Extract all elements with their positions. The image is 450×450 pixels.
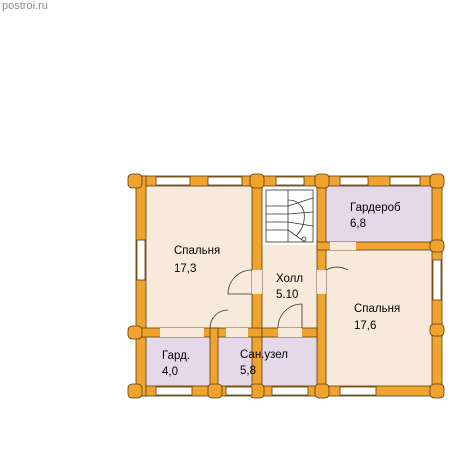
watermark: postroi.ru xyxy=(2,0,48,12)
floor-bathroom xyxy=(218,337,317,386)
room-name-wardrobe-top: Гардероб xyxy=(350,202,401,214)
room-area-wardrobe-small: 4,0 xyxy=(162,366,178,378)
door-swing-icon xyxy=(209,266,349,329)
floor-stair xyxy=(262,186,317,245)
floor-wardrobe-small xyxy=(146,337,210,386)
log-ends xyxy=(127,173,445,399)
floor-bedroom-left xyxy=(146,186,252,328)
room-area-bedroom-left: 17,3 xyxy=(174,263,196,275)
room-area-bathroom: 5,8 xyxy=(240,365,256,377)
room-name-bedroom-right: Спальня xyxy=(354,303,400,315)
room-name-bedroom-left: Спальня xyxy=(174,245,220,257)
floor-wardrobe-top xyxy=(326,186,432,242)
staircase-icon xyxy=(265,189,314,243)
door-openings xyxy=(160,242,356,337)
room-name-bathroom: Сан.узел xyxy=(240,349,288,361)
room-name-hall: Холл xyxy=(276,273,303,285)
floor-hall xyxy=(262,245,317,328)
windows xyxy=(136,176,442,396)
room-name-wardrobe-small: Гард. xyxy=(162,350,190,362)
floor-bedroom-right xyxy=(326,250,432,386)
room-area-hall: 5.10 xyxy=(276,289,298,301)
room-area-bedroom-right: 17,6 xyxy=(354,320,376,332)
room-area-wardrobe-top: 6,8 xyxy=(350,218,366,230)
